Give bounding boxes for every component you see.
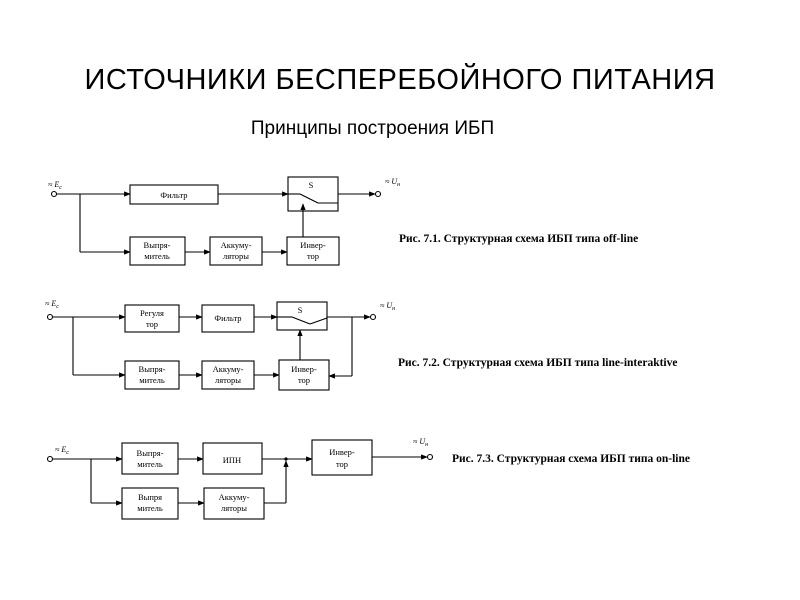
junction bbox=[284, 457, 288, 461]
accumulator-label-1: Аккуму- bbox=[213, 364, 244, 374]
output-terminal bbox=[374, 190, 382, 198]
regulator-label-2: тор bbox=[146, 319, 158, 329]
inverter-block bbox=[311, 439, 373, 476]
switch-contact bbox=[299, 193, 319, 204]
accumulator-label-1: Аккуму- bbox=[219, 492, 250, 502]
rectifier-bottom-label-2: митель bbox=[137, 503, 163, 513]
page-title: ИСТОЧНИКИ БЕСПЕРЕБОЙНОГО ПИТАНИЯ bbox=[84, 64, 716, 96]
input-terminal bbox=[46, 313, 54, 321]
rectifier-bottom-label-1: Выпря bbox=[138, 492, 162, 502]
input-terminal bbox=[50, 190, 58, 198]
accumulator-label-1: Аккуму- bbox=[221, 240, 252, 250]
switch-label: S bbox=[298, 305, 303, 315]
accumulator-block bbox=[201, 360, 255, 390]
inverter-label-2: тор bbox=[298, 375, 310, 385]
switch-contact bbox=[291, 316, 311, 325]
switch-label: S bbox=[309, 180, 314, 190]
accumulator-block bbox=[203, 487, 265, 520]
inverter-label-1: Инвер- bbox=[300, 240, 326, 250]
rectifier-block bbox=[129, 236, 186, 266]
rectifier-label-1: Выпря- bbox=[139, 364, 166, 374]
accumulator-label-2: ляторы bbox=[223, 251, 249, 261]
filter-label: Фильтр bbox=[160, 190, 187, 200]
input-terminal bbox=[46, 455, 54, 463]
input-label: ≈ Ec bbox=[45, 299, 59, 310]
rectifier-label-2: митель bbox=[144, 251, 170, 261]
rectifier-label-1: Выпря- bbox=[144, 240, 171, 250]
caption-fig-7-3: Рис. 7.3. Структурная схема ИБП типа on-… bbox=[452, 453, 690, 465]
inverter-block bbox=[286, 236, 340, 266]
output-terminal bbox=[426, 453, 434, 461]
output-label: ≈ Uн bbox=[413, 437, 428, 448]
rectifier-top-block bbox=[121, 442, 179, 475]
switch-block bbox=[276, 301, 328, 331]
inverter-label-2: тор bbox=[307, 251, 319, 261]
ipn-label: ИПН bbox=[223, 455, 241, 465]
rectifier-label-2: митель bbox=[139, 375, 165, 385]
filter-block bbox=[201, 304, 255, 333]
output-terminal bbox=[369, 313, 377, 321]
regulator-label-1: Регуля bbox=[140, 308, 164, 318]
output-label: ≈ Uн bbox=[385, 177, 400, 188]
wire bbox=[309, 317, 328, 325]
inverter-label-1: Инвер- bbox=[291, 364, 317, 374]
filter-label: Фильтр bbox=[214, 313, 241, 323]
rectifier-bottom-block bbox=[121, 487, 179, 520]
inverter-block bbox=[278, 359, 330, 391]
caption-fig-7-2: Рис. 7.2. Структурная схема ИБП типа lin… bbox=[398, 357, 678, 369]
accumulator-block bbox=[209, 236, 263, 266]
rectifier-top-label-2: митель bbox=[137, 459, 163, 469]
inverter-label-1: Инвер- bbox=[329, 447, 355, 457]
inverter-label-2: тор bbox=[336, 459, 348, 469]
ipn-block bbox=[202, 442, 263, 475]
output-label: ≈ Uн bbox=[380, 301, 395, 312]
rectifier-block bbox=[124, 360, 180, 390]
regulator-block bbox=[124, 304, 180, 333]
accumulator-label-2: ляторы bbox=[215, 375, 241, 385]
caption-fig-7-1: Рис. 7.1. Структурная схема ИБП типа off… bbox=[399, 233, 639, 245]
input-label: ≈ Ec bbox=[48, 180, 62, 191]
input-label: ≈ Ec bbox=[55, 445, 69, 456]
rectifier-top-label-1: Выпря- bbox=[137, 448, 164, 458]
accumulator-label-2: ляторы bbox=[221, 503, 247, 513]
page-subtitle: Принципы построения ИБП bbox=[250, 118, 495, 139]
switch-block bbox=[287, 176, 339, 212]
